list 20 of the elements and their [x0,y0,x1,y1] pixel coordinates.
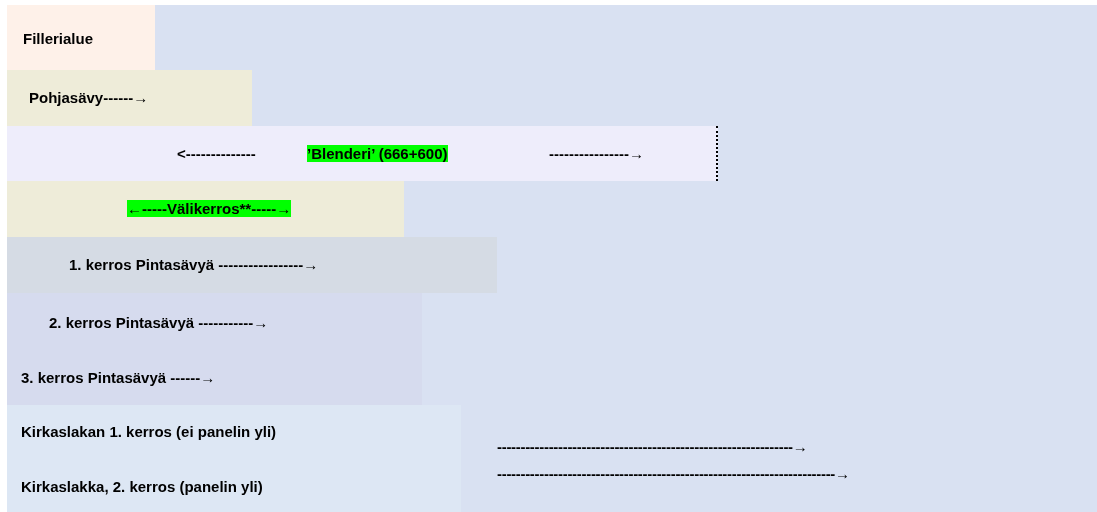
layer-label: Kirkaslakan 1. kerros (ei panelin yli) [21,423,277,440]
layer-label: ----------------→ [549,145,644,162]
layer-label: <-------------- [177,145,256,162]
layer-label: Fillerialue [23,30,94,47]
layer-band [7,405,461,512]
layer-label: Kirkaslakka, 2. kerros (panelin yli) [21,478,263,495]
layer-label: Pohjasävy------→ [29,89,149,106]
layer-label: ←-----Välikerros**-----→ [127,200,292,217]
layer-label: ’Blenderi’ (666+600) [307,145,448,162]
layer-band [7,5,155,70]
layer-label: 1. kerros Pintasävyä -----------------→ [69,256,319,273]
layer-band [7,293,422,405]
dashed-text-arrow: ------------------------------------------------------------------------→ [497,465,850,482]
layer-band [7,126,718,181]
layer-label: 3. kerros Pintasävyä ------→ [21,369,216,386]
dashed-text-arrow: ---------------------------------------------------------------→ [497,438,808,455]
layer-band [7,237,497,293]
layer-band [7,70,252,126]
layer-band [7,181,404,237]
layer-label: 2. kerros Pintasävyä -----------→ [49,314,269,331]
